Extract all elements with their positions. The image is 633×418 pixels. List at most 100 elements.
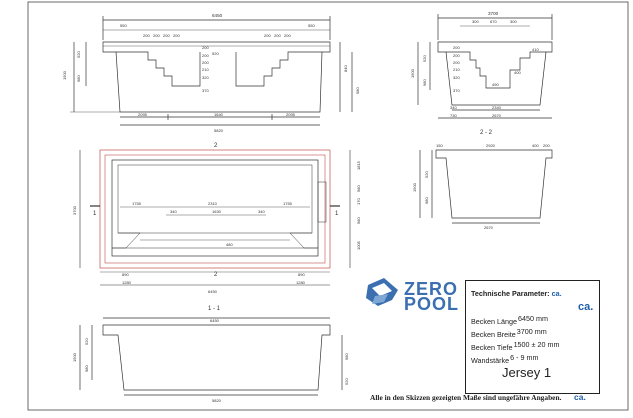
dim-label: 370 <box>453 88 460 93</box>
dim-label: 1500 <box>72 352 77 362</box>
dim-label: 580 <box>356 217 361 224</box>
dim-label: 520 <box>84 338 89 345</box>
dim-label: 200 <box>284 33 291 38</box>
section-2-2-view <box>419 149 553 224</box>
dim-label: 200 <box>202 45 209 50</box>
model-name: Jersey 1 <box>502 365 552 380</box>
dim-label: 320 <box>453 75 460 80</box>
dim-label: 300 <box>510 19 517 24</box>
dim-label: 3700 <box>72 205 77 215</box>
dim-label: 1755 <box>132 201 142 206</box>
param-label: Becken Breite <box>471 330 516 339</box>
section-marker: 1 <box>93 211 97 217</box>
dim-label: 2095 <box>138 112 148 117</box>
dim-label: 5820 <box>212 398 222 403</box>
dim-label: 200 <box>143 33 150 38</box>
dim-label: 200 <box>264 33 271 38</box>
dim-label: 1500 <box>410 68 415 78</box>
section-label: 1 - 1 <box>208 306 221 312</box>
param-label: Becken Länge <box>471 317 517 326</box>
dim-label: 200 <box>453 45 460 50</box>
dim-label: 6450 <box>208 289 218 294</box>
dim-label: 200 <box>453 53 460 58</box>
dim-label: 200 <box>163 33 170 38</box>
dim-label: 980 <box>84 365 89 372</box>
logo-wordmark-zero: ZERO <box>404 279 459 299</box>
section-marker: 2 <box>214 143 218 149</box>
dim-label: 520 <box>212 51 219 56</box>
param-label: Wandstärke <box>471 356 510 365</box>
dim-label: 840 <box>343 65 348 72</box>
dim-label: 200 <box>274 33 281 38</box>
dim-label: 2340 <box>492 105 502 110</box>
dim-label: 150 <box>436 143 443 148</box>
dim-label: 980 <box>424 197 429 204</box>
dim-label: 1005 <box>356 240 361 250</box>
param-value: 6 - 9 mm <box>510 353 539 362</box>
dim-label: 980 <box>344 353 349 360</box>
dim-label: 200 <box>453 60 460 65</box>
dim-label: 200 <box>173 33 180 38</box>
dim-label: 340 <box>450 105 457 110</box>
param-label: Becken Tiefe <box>471 343 513 352</box>
dim-label: 520 <box>76 51 81 58</box>
dim-label: 200 <box>543 143 550 148</box>
dim-label: 550 <box>308 23 315 28</box>
dim-label: 550 <box>120 23 127 28</box>
dim-label: 400 <box>532 143 539 148</box>
dim-label: 410 <box>532 47 539 52</box>
dim-label: 300 <box>472 19 479 24</box>
dim-label: 520 <box>344 378 349 385</box>
dim-label: 580 <box>355 87 360 94</box>
section-marker: 2 <box>214 272 218 278</box>
dim-label: 1815 <box>356 160 361 170</box>
section-label: 2 - 2 <box>480 130 493 136</box>
dim-label: 400 <box>514 70 521 75</box>
dim-label: 580 <box>356 185 361 192</box>
dim-label: 2310 <box>208 201 218 206</box>
footer-disclaimer: Alle in den Skizzen gezeigten Maße sind … <box>370 393 562 402</box>
parameters-heading-ca: ca. <box>551 289 562 298</box>
dim-label: 890 <box>122 272 129 277</box>
param-row-wall: Wandstärke6 - 9 mm <box>471 353 539 365</box>
footer-ca: ca. <box>574 392 586 402</box>
dim-label: 340 <box>170 209 177 214</box>
top-elevation-view <box>70 16 353 126</box>
dim-label: 520 <box>424 171 429 178</box>
side-elevation-view <box>417 14 553 119</box>
dim-label: 340 <box>258 209 265 214</box>
sheet-frame <box>27 1 629 411</box>
dim-label: 520 <box>422 55 427 62</box>
dim-label: 6450 <box>210 318 220 323</box>
dim-label: 1280 <box>296 280 306 285</box>
dim-label: 480 <box>226 242 233 247</box>
dim-label: 370 <box>202 88 209 93</box>
dim-label: 1280 <box>122 280 132 285</box>
parameters-heading-text: Technische Parameter: <box>471 289 550 298</box>
dim-label: 490 <box>492 82 499 87</box>
dim-label: 2670 <box>492 113 502 118</box>
dim-label: 200 <box>153 33 160 38</box>
dim-label: 1640 <box>214 112 224 117</box>
dim-label: 730 <box>450 113 457 118</box>
param-value: 6450 mm <box>517 314 548 323</box>
dim-label: 1500 <box>62 70 67 80</box>
param-row-length: Becken Länge6450 mm <box>471 314 548 326</box>
param-row-width: Becken Breite3700 mm <box>471 327 547 339</box>
top-overall-dim: 6450 <box>212 13 223 18</box>
section-marker: 1 <box>335 211 339 217</box>
dim-label: 320 <box>202 75 209 80</box>
zero-pool-logo-icon <box>366 278 398 306</box>
dim-label: 210 <box>453 67 460 72</box>
dim-label: 5820 <box>214 128 224 133</box>
param-value: 1500 ± 20 mm <box>513 340 560 349</box>
param-value: 3700 mm <box>516 327 547 336</box>
dim-label: 200 <box>202 60 209 65</box>
dim-label: 2920 <box>486 143 496 148</box>
dim-label: 980 <box>422 79 427 86</box>
param-row-depth: Becken Tiefe1500 ± 20 mm <box>471 340 560 352</box>
dim-label: 210 <box>202 67 209 72</box>
technical-parameters-panel: Technische Parameter: ca. ca. Becken Län… <box>465 280 600 394</box>
ca-badge: ca. <box>578 301 594 313</box>
